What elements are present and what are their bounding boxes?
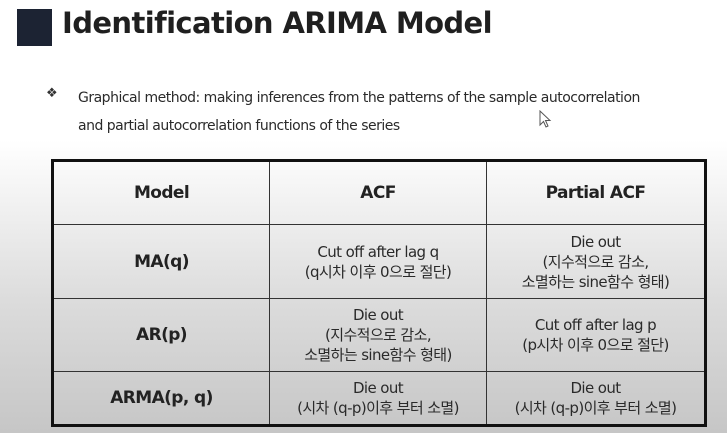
pacf-line: (p시차 이후 0으로 절단) [522,336,669,354]
bullet-line-1: Graphical method: making inferences from… [78,90,640,106]
model-cell: AR(p) [52,298,270,372]
pacf-line: 소멸하는 sine함수 형태) [521,272,670,291]
pacf-line: (시차 (q-p)이후 부터 소멸) [514,399,677,417]
acf-line: Die out [352,379,404,397]
pacf-line: Die out [570,232,621,251]
pacf-line: (지수적으로 감소, [542,252,650,271]
pacf-line: Cut off after lag p [534,316,657,334]
title-accent-block [17,9,52,46]
table-row: ARMA(p, q) Die out (시차 (q-p)이후 부터 소멸) Di… [52,371,706,426]
arima-identification-table: Model ACF Partial ACF MA(q) Cut off afte… [51,159,707,427]
acf-line: (시차 (q-p)이후 부터 소멸) [297,399,459,417]
slide-title: Identification ARIMA Model [62,6,493,40]
table-row: AR(p) Die out (지수적으로 감소, 소멸하는 sine함수 형태)… [52,298,706,372]
diamond-bullet-icon: ❖ [46,86,58,101]
pacf-line: Die out [570,379,621,397]
mouse-pointer-icon [539,110,552,128]
header-partial-acf: Partial ACF [486,160,706,225]
table-header-row: Model ACF Partial ACF [52,160,706,225]
pacf-cell: Die out (시차 (q-p)이후 부터 소멸) [486,371,706,426]
acf-cell: Cut off after lag q (q시차 이후 0으로 절단) [269,224,487,299]
acf-line: Cut off after lag q [317,242,439,261]
header-model: Model [52,160,270,225]
acf-cell: Die out (시차 (q-p)이후 부터 소멸) [269,371,487,426]
acf-line: 소멸하는 sine함수 형태) [304,346,452,364]
pacf-cell: Die out (지수적으로 감소, 소멸하는 sine함수 형태) [486,224,706,299]
acf-line: (q시차 이후 0으로 절단) [304,262,452,281]
table-row: MA(q) Cut off after lag q (q시차 이후 0으로 절단… [52,224,706,299]
acf-line: Die out [352,306,404,324]
header-acf: ACF [269,160,487,225]
pacf-cell: Cut off after lag p (p시차 이후 0으로 절단) [486,298,706,372]
acf-cell: Die out (지수적으로 감소, 소멸하는 sine함수 형태) [269,298,487,372]
model-cell: ARMA(p, q) [52,371,270,426]
bullet-text: Graphical method: making inferences from… [78,84,678,140]
model-cell: MA(q) [52,224,270,299]
bullet-line-2: and partial autocorrelation functions of… [78,118,400,134]
acf-line: (지수적으로 감소, [325,326,432,344]
